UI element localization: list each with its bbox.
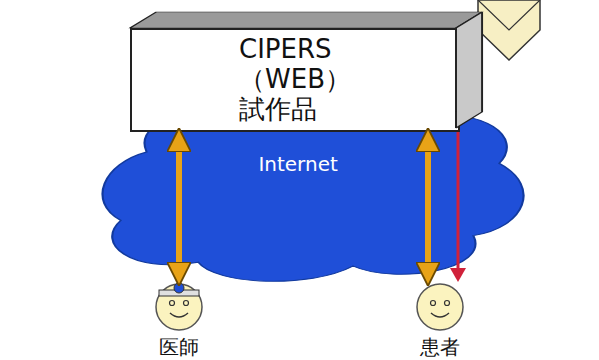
box-top <box>130 12 482 28</box>
cloud-outline <box>103 101 524 282</box>
face-eye <box>170 301 175 306</box>
head-mirror <box>174 283 184 293</box>
document-fold <box>478 0 540 30</box>
document-shape <box>478 0 540 60</box>
face-mouth <box>431 313 449 317</box>
box-side <box>456 12 482 128</box>
person-node: 患者 <box>415 282 465 332</box>
doctor-face <box>154 282 204 332</box>
delivery-arrowhead <box>450 268 466 282</box>
network-label: Internet <box>258 152 337 176</box>
face-circle <box>156 284 202 330</box>
face-circle <box>417 284 463 330</box>
face-eye <box>184 301 189 306</box>
person-label: 患者 <box>420 334 460 360</box>
person-node: 医師 <box>154 282 204 332</box>
person-label: 医師 <box>159 334 199 360</box>
server-box: CIPERS （WEB） 試作品 <box>130 28 460 132</box>
patient-face <box>415 282 465 332</box>
face-mouth <box>170 313 188 317</box>
face-eye <box>445 301 450 306</box>
system-name: CIPERS （WEB） 試作品 <box>239 35 351 125</box>
face-eye <box>431 301 436 306</box>
